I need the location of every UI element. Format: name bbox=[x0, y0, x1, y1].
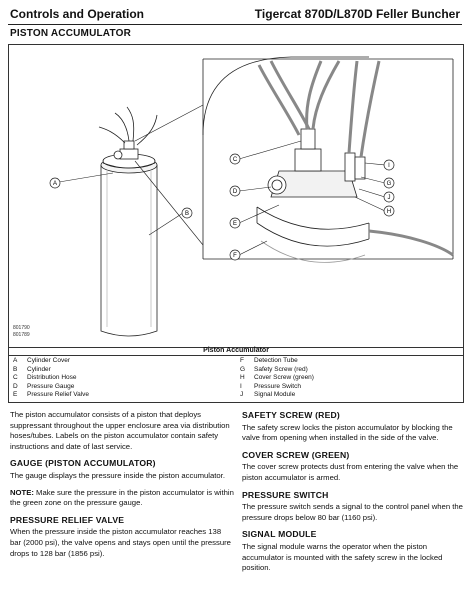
accumulator-illustration: A B bbox=[8, 44, 464, 348]
gauge-paragraph: The gauge displays the pressure inside t… bbox=[10, 470, 225, 480]
relief-valve-heading: PRESSURE RELIEF VALVE bbox=[10, 514, 125, 525]
figure-code: 801789 bbox=[13, 332, 30, 338]
accumulator-cylinder-drawing bbox=[98, 106, 158, 337]
pressure-switch-paragraph: The pressure switch sends a signal to th… bbox=[242, 502, 463, 522]
relief-valve-paragraph: When the pressure inside the piston accu… bbox=[10, 527, 231, 558]
note-text: Make sure the pressure in the piston acc… bbox=[10, 487, 234, 508]
svg-text:G: G bbox=[387, 181, 392, 187]
valve-detail-drawing bbox=[134, 56, 454, 263]
svg-text:I: I bbox=[388, 163, 390, 169]
header-section-title: Controls and Operation bbox=[10, 7, 145, 21]
note-paragraph: NOTE: Make sure the pressure in the pist… bbox=[10, 488, 234, 509]
svg-text:E: E bbox=[233, 221, 237, 227]
callout-g: G bbox=[360, 176, 395, 189]
note-label: NOTE: bbox=[10, 487, 34, 497]
page-title: PISTON ACCUMULATOR bbox=[10, 28, 132, 39]
right-text-column: SAFETY SCREW (RED) The safety screw lock… bbox=[242, 410, 466, 580]
callout-a: A bbox=[49, 172, 114, 189]
cover-screw-heading: COVER SCREW (GREEN) bbox=[242, 449, 350, 460]
page-header: Controls and Operation Tigercat 870D/L87… bbox=[8, 6, 462, 25]
callout-d: D bbox=[229, 185, 272, 197]
callout-j: J bbox=[358, 188, 395, 203]
svg-text:A: A bbox=[53, 181, 57, 187]
figure-code: 801790 bbox=[13, 325, 30, 331]
svg-text:J: J bbox=[388, 195, 391, 201]
callout-b: B bbox=[148, 207, 193, 236]
intro-paragraph: The piston accumulator consists of a pis… bbox=[10, 410, 230, 451]
svg-text:H: H bbox=[387, 209, 391, 215]
callout-i: I bbox=[364, 159, 395, 171]
svg-text:F: F bbox=[233, 253, 237, 259]
callout-f: F bbox=[229, 240, 268, 261]
pressure-switch-heading: PRESSURE SWITCH bbox=[242, 489, 329, 500]
svg-text:D: D bbox=[233, 189, 238, 195]
left-text-column: The piston accumulator consists of a pis… bbox=[10, 410, 234, 565]
gauge-heading: GAUGE (PISTON ACCUMULATOR) bbox=[10, 458, 156, 469]
callout-h: H bbox=[354, 196, 395, 217]
accumulator-drawing: A B bbox=[49, 56, 454, 337]
signal-module-heading: SIGNAL MODULE bbox=[242, 529, 317, 540]
svg-text:C: C bbox=[233, 157, 238, 163]
header-machine-title: Tigercat 870D/L870D Feller Buncher bbox=[254, 7, 460, 21]
safety-screw-heading: SAFETY SCREW (RED) bbox=[242, 410, 340, 420]
callout-e: E bbox=[229, 204, 280, 229]
callout-c: C bbox=[229, 140, 302, 165]
legend-title: Piston Accumulator bbox=[9, 346, 463, 356]
safety-screw-paragraph: The safety screw locks the piston accumu… bbox=[242, 422, 453, 443]
svg-text:B: B bbox=[185, 211, 189, 217]
cover-screw-paragraph: The cover screw protects dust from enter… bbox=[242, 462, 459, 482]
signal-module-paragraph: The signal module warns the operator whe… bbox=[242, 541, 443, 573]
